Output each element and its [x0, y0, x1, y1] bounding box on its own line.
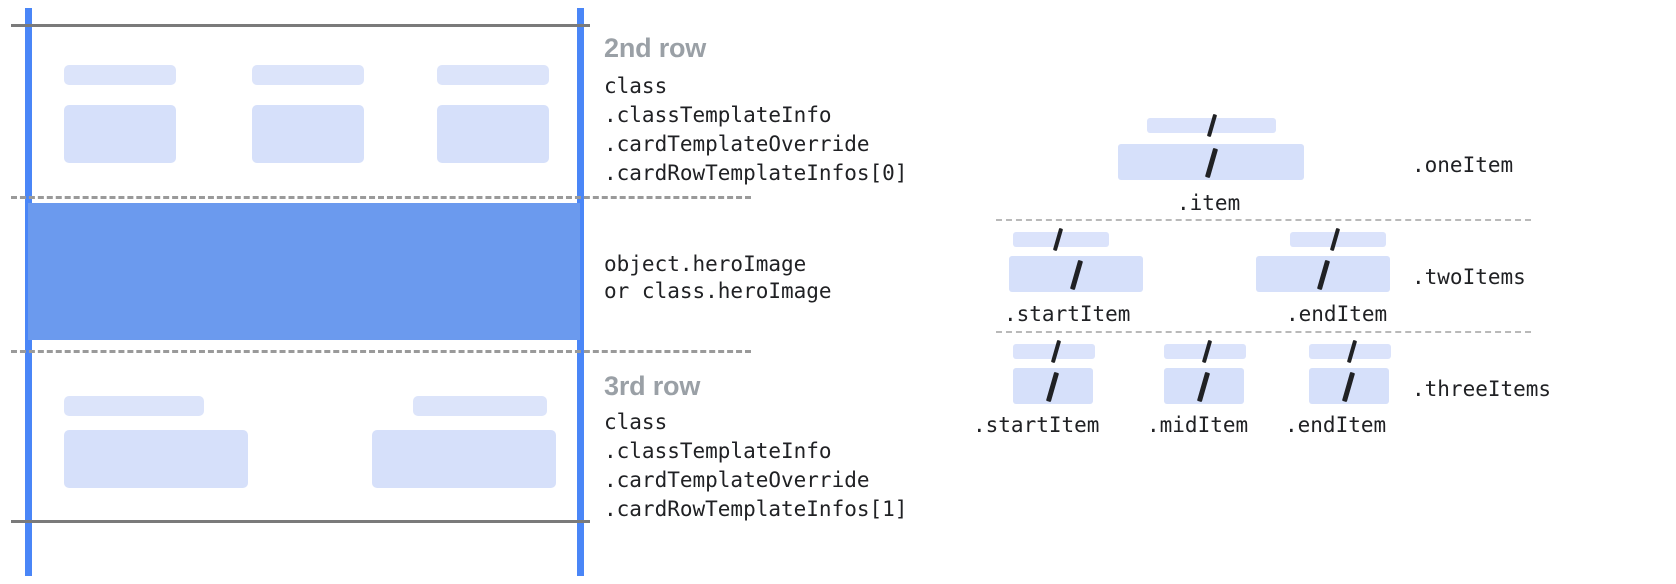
row3-code-line-2: .cardTemplateOverride	[604, 468, 870, 492]
row3-code-line-1: .classTemplateInfo	[604, 439, 832, 463]
row2-col1-label-placeholder	[64, 65, 176, 85]
two-items-group-label: .twoItems	[1412, 265, 1526, 289]
row2-col3-value-placeholder	[437, 105, 549, 163]
row2-code-line-2: .cardTemplateOverride	[604, 132, 870, 156]
one-item-item-label: .item	[1177, 191, 1241, 215]
row2-col2-value-placeholder	[252, 105, 364, 163]
three-items-group-label: .threeItems	[1412, 377, 1552, 401]
row2-code-line-3: .cardRowTemplateInfos[0]	[604, 161, 908, 185]
hero-bottom-dashed-separator	[11, 350, 751, 353]
three-items-mid-item-label: .midItem	[1147, 413, 1249, 437]
one-item-group-label: .oneItem	[1412, 153, 1514, 177]
row3-col2-label-placeholder	[413, 396, 547, 416]
hero-top-dashed-separator	[11, 196, 751, 199]
row3-col1-value-placeholder	[64, 430, 248, 488]
row3-col1-label-placeholder	[64, 396, 204, 416]
three-items-start-item-label: .startItem	[973, 413, 1100, 437]
hero-image-band	[28, 203, 580, 340]
card-top-rule	[11, 24, 590, 27]
row2-col2-label-placeholder	[252, 65, 364, 85]
row2-title: 2nd row	[604, 33, 707, 63]
row2-col1-value-placeholder	[64, 105, 176, 163]
row3-code-line-0: class	[604, 410, 668, 434]
hero-code-line-0: object.heroImage	[604, 252, 807, 276]
row3-col2-value-placeholder	[372, 430, 556, 488]
row3-title: 3rd row	[604, 371, 701, 401]
hero-code-line-1: or class.heroImage	[604, 279, 832, 303]
two-three-items-divider	[996, 331, 1531, 333]
one-two-items-divider	[996, 219, 1531, 221]
row3-code-line-3: .cardRowTemplateInfos[1]	[604, 497, 908, 521]
two-items-end-label-box	[1290, 232, 1386, 247]
two-items-start-label-box	[1013, 232, 1109, 247]
row2-code-line-0: class	[604, 74, 668, 98]
two-items-start-item-label: .startItem	[1004, 302, 1131, 326]
card-bottom-rule	[11, 520, 590, 523]
row2-col3-label-placeholder	[437, 65, 549, 85]
two-items-end-item-label: .endItem	[1286, 302, 1388, 326]
card-right-edge-guide	[577, 8, 584, 576]
three-items-end-item-label: .endItem	[1285, 413, 1387, 437]
row2-code-line-1: .classTemplateInfo	[604, 103, 832, 127]
